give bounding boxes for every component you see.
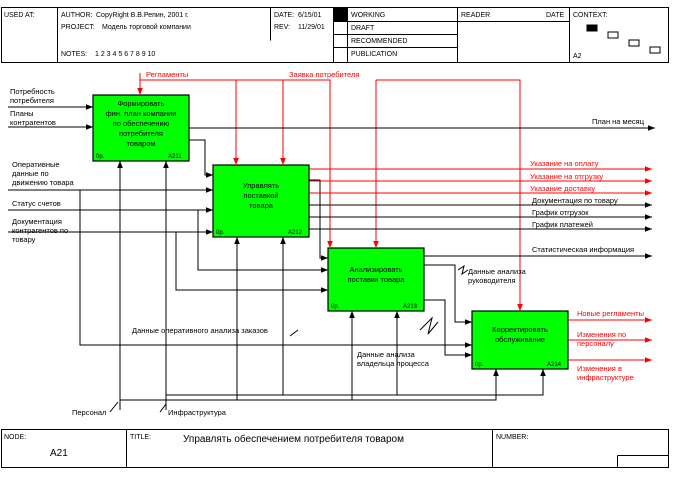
- input-partners-line-1: Планы: [10, 109, 33, 118]
- output-pay-schedule: График платежей: [532, 220, 593, 229]
- box-a213-title-line-1: Анализировать: [349, 265, 402, 274]
- project-value: Модель торговой компании: [102, 23, 191, 31]
- date-label: DATE:: [274, 12, 294, 19]
- output-ship: Указание на отгрузку: [530, 172, 603, 181]
- internal-manager-data-line-1: Данные анализа: [468, 267, 527, 276]
- rev-value: 11/29/01: [298, 24, 325, 31]
- reader-label: READER: [461, 12, 490, 19]
- context-label: CONTEXT:: [573, 12, 608, 19]
- input-need-line-2: потребителя: [10, 96, 54, 105]
- activity-box-a214[interactable]: Корректировать обслуживание 0р. A214: [471, 310, 569, 370]
- activity-box-a211[interactable]: Формировать фин. план компании по обеспе…: [92, 94, 190, 162]
- author-value: CopyRight В.В.Репин, 2001 г.: [96, 12, 189, 19]
- control-arrows: [137, 73, 523, 311]
- context-node: A2: [573, 53, 582, 60]
- input-arrows: [8, 104, 472, 348]
- output-new-reglaments: Новые регламенты: [577, 309, 644, 318]
- output-arrows: [189, 125, 655, 358]
- mechanism-infra: Инфраструктура: [168, 408, 227, 417]
- arrow-reglaments-to-a213: [140, 79, 333, 248]
- box-a212-title-line-3: товара: [249, 201, 274, 210]
- input-docs-line-1: Документация: [12, 217, 62, 226]
- box-a211-cost: 0р.: [96, 154, 105, 160]
- output-arrows-red: [309, 166, 652, 363]
- activity-box-a212[interactable]: Управлять поставкой товара 0р. A212: [212, 164, 310, 238]
- node-value: A21: [50, 448, 68, 459]
- title-label: TITLE:: [130, 434, 151, 441]
- status-recommended: RECOMMENDED: [351, 38, 407, 45]
- input-bills: Статус счетов: [12, 199, 61, 208]
- internal-owner-data-line-1: Данные анализа: [357, 350, 416, 359]
- output-infra-change-line-2: инфраструктуре: [577, 373, 634, 382]
- output-pay: Указание на оплату: [530, 159, 599, 168]
- input-partners-line-2: контрагентов: [10, 118, 56, 127]
- status-publication: PUBLICATION: [351, 51, 397, 58]
- output-staff-change-line-2: персоналу: [577, 339, 614, 348]
- input-docs-line-3: товару: [12, 235, 36, 244]
- box-a211-title-line-5: товаром: [126, 139, 155, 148]
- status-draft: DRAFT: [351, 25, 375, 32]
- box-a214-cost: 0р.: [475, 362, 484, 368]
- output-stats: Статистическая информация: [532, 245, 634, 254]
- input-need-line-1: Потребность: [10, 87, 55, 96]
- box-a211-title-line-2: фин. план компании: [106, 109, 177, 118]
- internal-manager-data-line-2: руководителя: [468, 276, 516, 285]
- working-status-marker: [334, 8, 347, 21]
- internal-squiggles: [289, 264, 469, 337]
- box-a214-title-line-2: обслуживание: [495, 335, 545, 344]
- context-mini-map: [586, 24, 661, 54]
- input-operative-line-1: Оперативные: [12, 160, 60, 169]
- input-operative-line-3: движению товара: [12, 178, 75, 187]
- box-a213-cost: 0р.: [331, 304, 340, 310]
- box-a211-node: A211: [168, 154, 182, 160]
- box-a211-title-line-3: по обеспечению: [113, 119, 170, 128]
- project-label: PROJECT:: [61, 24, 95, 31]
- box-a212-title-line-1: Управлять: [243, 181, 280, 190]
- box-a212-title-line-2: поставкой: [243, 191, 278, 200]
- notes-value: 1 2 3 4 5 6 7 8 9 10: [95, 51, 155, 58]
- box-a212-cost: 0р.: [216, 230, 225, 236]
- rev-label: REV:: [274, 24, 290, 31]
- output-staff-change-line-1: Изменения по: [577, 330, 626, 339]
- author-label: AUTHOR:: [61, 12, 93, 19]
- date-value: 6/15/01: [298, 12, 321, 19]
- box-a214-title-line-1: Корректировать: [492, 325, 548, 334]
- box-a214-node: A214: [547, 362, 562, 368]
- arrow-request-to-a214: [376, 79, 523, 311]
- status-working: WORKING: [351, 12, 385, 19]
- control-label-reglaments: Регламенты: [146, 70, 188, 79]
- box-a213-title-line-2: поставки товара: [348, 275, 406, 284]
- internal-oper-orders: Данные оперативного анализа заказов: [132, 326, 268, 335]
- output-infra-change-line-1: Изменения в: [577, 364, 622, 373]
- node-label: NODE:: [4, 434, 26, 441]
- input-operative-line-2: данные по: [12, 169, 49, 178]
- title-value: Управлять обеспечением потребителя товар…: [183, 433, 404, 445]
- control-label-request: Заявка потребителя: [289, 70, 359, 79]
- activity-box-a213[interactable]: Анализировать поставки товара 0р. A213: [327, 247, 425, 312]
- output-delivery: Указание доставку: [530, 184, 595, 193]
- footer-frame: [1, 429, 669, 468]
- used-at-label: USED AT:: [4, 12, 35, 19]
- box-a211-title-line-1: Формировать: [118, 99, 165, 108]
- output-docs-goods: Документация по товару: [532, 196, 618, 205]
- input-docs-line-2: контрагентов по: [12, 226, 68, 235]
- header-frame: [1, 7, 669, 63]
- output-ship-schedule: График отгрузок: [532, 208, 589, 217]
- box-a213-node: A213: [403, 304, 418, 310]
- mechanism-staff: Персонал: [72, 408, 106, 417]
- box-a211-title-line-4: потребителя: [119, 129, 163, 138]
- reader-date-label: DATE: [546, 12, 564, 19]
- notes-label: NOTES:: [61, 51, 87, 58]
- internal-owner-data-line-2: владельца процесса: [357, 359, 430, 368]
- box-a212-node: A212: [288, 230, 303, 236]
- output-month-plan: План на месяц: [592, 117, 645, 126]
- number-label: NUMBER:: [496, 434, 528, 441]
- mechanism-arrows: [109, 161, 546, 413]
